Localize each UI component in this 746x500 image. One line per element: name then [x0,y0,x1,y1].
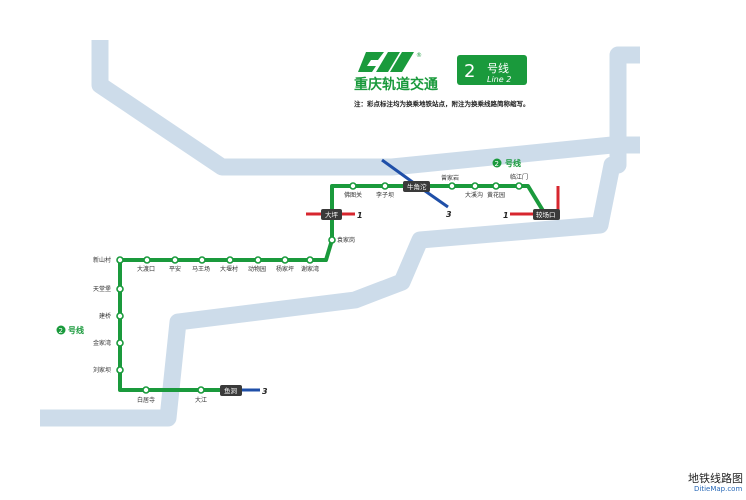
label-jinjiawan: 金家湾 [93,339,111,347]
label-liujiaba: 刘家坝 [93,366,111,374]
logo-mark-icon-slash1 [376,52,400,72]
station-dot-liziba[interactable] [381,182,389,190]
svg-text:号线: 号线 [68,325,84,335]
transfer-station-jiaochangkou[interactable]: 较场口 [533,209,560,220]
brand-logo: ® 重庆轨道交通 [354,52,438,93]
station-dot-dajiang[interactable] [197,386,205,394]
station-dot-huanghuayuan[interactable] [492,182,500,190]
line-badge: 2 号线 Line 2 [457,55,527,85]
station-dot-jinjiawan[interactable] [116,339,124,347]
station-dot-liujiaba[interactable] [116,366,124,374]
station-labels: 临江门 黄花园 大溪沟 曾家岩 李子坝 佛图关 袁家岗 谢家湾 杨家坪 动物园 … [93,173,528,404]
label-yuanjiagang: 袁家岗 [337,236,355,244]
logo-registered: ® [416,52,422,59]
label-dajiang: 大江 [195,396,207,404]
label-baijusi: 白居寺 [137,396,155,404]
label-xinshancun: 新山村 [93,256,111,264]
label-jianqiao: 建桥 [99,312,111,320]
rivers [40,40,640,427]
label-fotuguan: 佛图关 [344,191,362,199]
label-zengjiayan: 曾家岩 [441,174,459,182]
station-dot-mawangchang[interactable] [198,256,206,264]
label-mawangchang: 马王场 [192,265,210,273]
brand-name: 重庆轨道交通 [354,76,438,93]
svg-text:2: 2 [59,327,63,335]
svg-text:较场口: 较场口 [536,210,556,219]
station-dot-tiantangbao[interactable] [116,285,124,293]
watermark: 地铁线路图 DitieMap.com [688,471,743,493]
label-dadukou: 大渡口 [137,265,155,273]
station-dot-dadukou[interactable] [143,256,151,264]
svg-text:鱼洞: 鱼洞 [224,386,238,395]
label-xiejiawan: 谢家湾 [301,265,319,273]
transfer-station-yudong[interactable]: 鱼洞 [220,385,242,396]
svg-text:号线: 号线 [505,158,521,168]
transfer-line-yudong: 3 [262,387,268,396]
station-dot-baijusi[interactable] [142,386,150,394]
station-dot-pingan[interactable] [171,256,179,264]
transfer-line-daping: 1 [357,211,363,220]
line-label-left: 2 号线 [56,325,84,335]
line1-segments [306,186,560,216]
line3-segments [232,158,449,392]
badge-number: 2 [464,61,475,82]
logo-mark-icon-slash2 [390,52,414,72]
transfer-station-daping[interactable]: 大坪 [321,209,342,220]
station-dot-jianqiao[interactable] [116,312,124,320]
label-huanghuayuan: 黄花园 [487,191,505,199]
transfer-line-jiaochangkou: 1 [503,211,509,220]
label-dongwuyuan: 动物园 [248,265,266,273]
transfer-stations: 牛角沱 3 大坪 1 较场口 1 鱼洞 3 [220,181,560,396]
logo-mark-icon [358,52,384,72]
station-dot-yuanjiagang[interactable] [328,236,336,244]
svg-text:大坪: 大坪 [325,210,339,219]
label-linjiangmen: 临江门 [510,173,528,181]
svg-text:2: 2 [495,160,499,168]
label-pingan: 平安 [169,265,181,273]
station-dot-yangjiaping[interactable] [281,256,289,264]
map-note: 注：彩点标注均为换乘地铁站点，附注为换乘线路简称缩写。 [354,99,530,108]
badge-name-cn: 号线 [487,61,509,75]
badge-name-en: Line 2 [487,75,511,84]
yangtze-river [40,46,640,427]
watermark-en: DitieMap.com [694,485,742,493]
label-dayancun: 大堰村 [220,265,238,273]
svg-text:牛角沱: 牛角沱 [407,182,427,191]
line-label-top: 2 号线 [492,158,521,168]
station-dot-xiejiawan[interactable] [306,256,314,264]
station-dot-linjiangmen[interactable] [515,182,523,190]
station-dot-zengjiayan[interactable] [448,182,456,190]
station-dot-dongwuyuan[interactable] [254,256,262,264]
label-tiantangbao: 天堂堡 [93,285,111,293]
label-yangjiaping: 杨家坪 [276,265,294,273]
station-dot-fotuguan[interactable] [349,182,357,190]
station-dot-xinshancun[interactable] [116,256,124,264]
station-dots [116,182,523,394]
transfer-station-niujiaotuo[interactable]: 牛角沱 [403,181,430,192]
transfer-line-niujiaotuo: 3 [446,210,452,219]
label-liziba: 李子坝 [376,191,394,199]
watermark-cn: 地铁线路图 [688,471,743,485]
station-dot-dayancun[interactable] [226,256,234,264]
station-dot-daxigou[interactable] [471,182,479,190]
label-daxigou: 大溪沟 [465,191,483,199]
